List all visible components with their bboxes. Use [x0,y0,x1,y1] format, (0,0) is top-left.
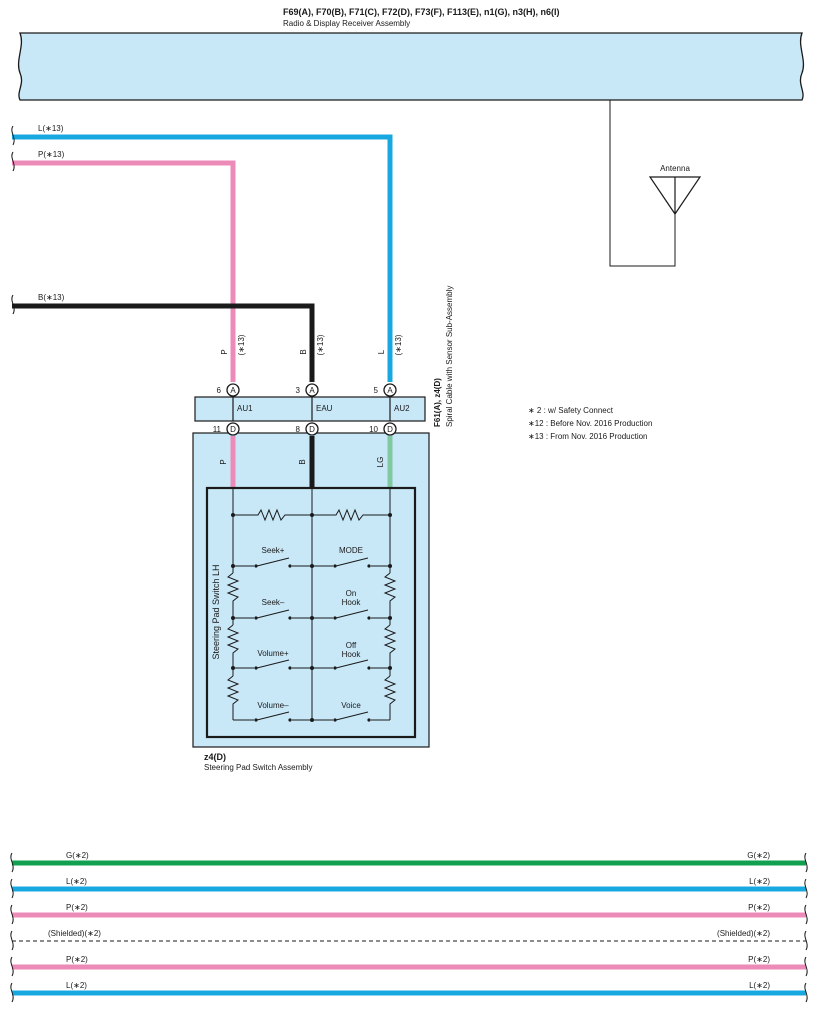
wire-p-top [12,160,236,382]
bottom-wire-label-left-1: G(∗2) [66,851,89,860]
receiver-connectors-label: F69(A), F70(B), F71(C), F72(D), F73(F), … [283,7,560,17]
bottom-wire-label-right-5: P(∗2) [748,955,770,964]
pin-circle-11d: D 11 [213,422,240,436]
bottom-wire-break-right-6 [804,982,808,1003]
svg-text:A: A [387,386,393,395]
receiver-box [17,32,805,101]
bottom-wire-label-left-2: L(∗2) [66,877,87,886]
pin-3-note: (∗13) [316,334,325,355]
bottom-wire-label-left-3: P(∗2) [66,903,88,912]
pin-6-note: (∗13) [237,334,246,355]
bottom-wire-break-left-6 [10,982,14,1003]
bottom-wire-label-left-6: L(∗2) [66,981,87,990]
bottom-wire-break-right-3 [804,904,808,925]
switch-label-seek-plus: Seek+ [262,546,285,555]
pin-circle-5a: A 5 [374,383,397,397]
bottom-wire-break-left-3 [10,904,14,925]
svg-text:A: A [309,386,315,395]
svg-text:D: D [387,425,393,434]
wire-l-top [12,134,393,382]
bottom-wire-label-right-2: L(∗2) [749,877,770,886]
wire-label-l: L(∗13) [38,124,64,133]
pin-8-wire-color: B [298,459,307,464]
assembly-connector-label: z4(D) [204,752,226,762]
wire-b-top [12,303,315,382]
break-mark-l [11,125,15,146]
switch-label-voice: Voice [341,701,361,710]
antenna-icon [648,176,702,216]
svg-text:11: 11 [213,425,222,434]
svg-text:D: D [230,425,236,434]
terminal-eau: EAU [316,404,333,413]
switch-label-mode: MODE [339,546,363,555]
bottom-wire-break-right-5 [804,956,808,977]
bottom-wire-label-right-3: P(∗2) [748,903,770,912]
svg-text:6: 6 [217,386,222,395]
wire-label-b: B(∗13) [38,293,65,302]
bottom-wire-label-right-6: L(∗2) [749,981,770,990]
spiral-name-label: Spiral Cable with Sensor Sub-Assembly [445,286,454,427]
pin-circle-6a: A 6 [217,383,240,397]
svg-text:A: A [230,386,236,395]
bottom-wire-break-right-4 [804,930,808,951]
assembly-name-label: Steering Pad Switch Assembly [204,763,313,772]
bottom-wires: G(∗2) G(∗2) L(∗2) L(∗2) P(∗2) P(∗2) (Shielded)… [10,851,808,1003]
pin-6-wire-color: P [220,349,229,354]
svg-text:3: 3 [296,386,301,395]
bottom-wire-break-right-1 [804,852,808,873]
spiral-connectors-label: F61(A), z4(D) [433,378,442,427]
bottom-wire-break-left-2 [10,878,14,899]
svg-text:10: 10 [369,425,378,434]
bottom-wire-break-left-1 [10,852,14,873]
switch-label-seek-minus: Seek– [262,598,285,607]
pin-11-wire-color: P [219,459,228,464]
svg-text:D: D [309,425,315,434]
switch-network [226,488,397,721]
pin-circle-3a: A 3 [296,383,319,397]
pin-10-wire-color: LG [376,457,385,468]
bottom-wire-break-right-2 [804,878,808,899]
note-12: ∗12 : Before Nov. 2016 Production [528,419,652,428]
switch-label-volume-plus: Volume+ [257,649,289,658]
svg-text:5: 5 [374,386,379,395]
break-mark-p [11,151,15,172]
bottom-wire-label-right-4: (Shielded)(∗2) [717,929,770,938]
switch-label-volume-minus: Volume– [257,701,289,710]
bottom-wire-label-left-5: P(∗2) [66,955,88,964]
note-2: ∗ 2 : w/ Safety Connect [528,406,614,415]
pin-5-note: (∗13) [394,334,403,355]
terminal-au2: AU2 [394,404,410,413]
svg-text:8: 8 [296,425,301,434]
pin-circle-8d: D 8 [296,422,319,436]
wire-label-p: P(∗13) [38,150,65,159]
terminal-au1: AU1 [237,404,253,413]
antenna-label: Antenna [660,164,690,173]
pin-5-wire-color: L [377,349,386,354]
bottom-wire-label-left-4: (Shielded)(∗2) [48,929,101,938]
break-mark-b [11,294,15,315]
receiver-name-label: Radio & Display Receiver Assembly [283,19,410,28]
steering-pad-switch-lh-box [205,486,417,739]
bottom-wire-label-right-1: G(∗2) [747,851,770,860]
steering-pad-switch-lh-label: Steering Pad Switch LH [211,564,221,659]
pin-circle-10d: D 10 [369,422,397,436]
note-13: ∗13 : From Nov. 2016 Production [528,432,648,441]
bottom-wire-break-left-5 [10,956,14,977]
pin-3-wire-color: B [299,349,308,354]
antenna-wire [609,100,676,267]
junction-dots [231,513,392,722]
bottom-wire-break-left-4 [10,930,14,951]
